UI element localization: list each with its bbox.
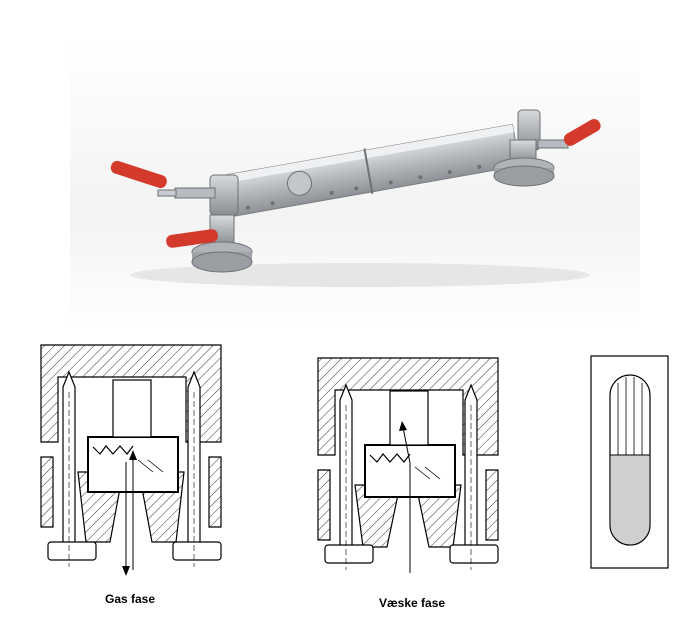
liquid-phase-label: Væske fase — [379, 596, 446, 610]
level-gauge-photo — [70, 40, 640, 330]
glass-front-view — [590, 355, 669, 569]
liquid-phase-diagram — [317, 357, 499, 573]
left-valve — [110, 160, 253, 273]
gauge-body — [216, 123, 521, 219]
gas-phase-diagram — [40, 344, 222, 576]
gas-phase-label: Gas fase — [105, 592, 156, 606]
bolt-right — [172, 370, 222, 561]
right-valve — [493, 109, 601, 187]
